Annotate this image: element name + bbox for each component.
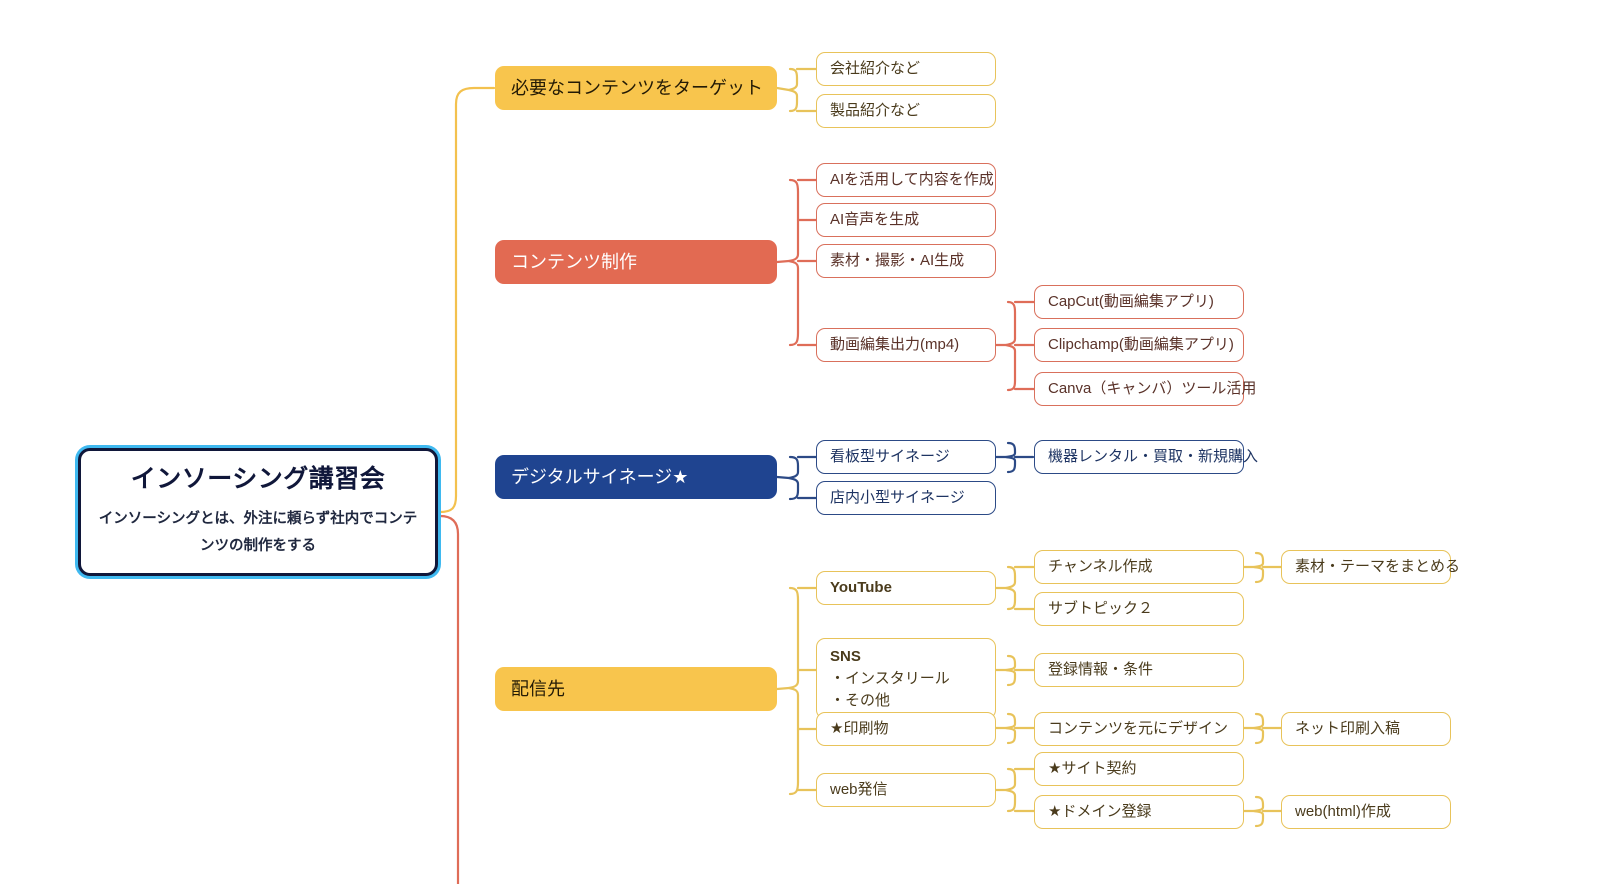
brace-signage [788, 455, 800, 501]
brace-sns [1005, 654, 1017, 687]
branch-label-distribution: 配信先 [511, 678, 565, 699]
brace-print [1005, 712, 1017, 745]
leaf-label-body: ・インスタリール ・その他 [830, 669, 950, 709]
branch-node-target[interactable]: 必要なコンテンツをターゲット [495, 66, 777, 110]
leaf-label: 店内小型サイネージ [830, 488, 965, 506]
leaf-material-shoot-ai[interactable]: 素材・撮影・AI生成 [816, 244, 996, 278]
brace-kanban [1005, 441, 1017, 474]
leaf-subtopic-2[interactable]: サブトピック２ [1034, 592, 1244, 626]
branch-node-production[interactable]: コンテンツ制作 [495, 240, 777, 284]
leaf-registration-terms[interactable]: 登録情報・条件 [1034, 653, 1244, 687]
leaf-label: 素材・撮影・AI生成 [830, 251, 965, 269]
root-node[interactable]: インソーシング講習会 インソーシングとは、外注に頼らず社内でコンテンツの制作をす… [78, 448, 438, 576]
leaf-clipchamp[interactable]: Clipchamp(動画編集アプリ) [1034, 328, 1244, 362]
leaf-label: 登録情報・条件 [1048, 660, 1154, 678]
trunk-upper [438, 86, 496, 514]
leaf-label: 動画編集出力(mp4) [830, 335, 960, 353]
leaf-web-html-creation[interactable]: web(html)作成 [1281, 795, 1451, 829]
brace-youtube [1005, 565, 1017, 611]
leaf-video-export[interactable]: 動画編集出力(mp4) [816, 328, 996, 362]
leaf-label: YouTube [830, 578, 892, 596]
root-title: インソーシング講習会 [130, 465, 386, 494]
leaf-capcut[interactable]: CapCut(動画編集アプリ) [1034, 285, 1244, 319]
leaf-label-head: SNS [830, 648, 861, 665]
leaf-label: Canva（キャンバ）ツール活用 [1048, 379, 1257, 397]
leaf-canva[interactable]: Canva（キャンバ）ツール活用 [1034, 372, 1256, 406]
trunk-lower [438, 514, 460, 884]
leaf-sns[interactable]: SNS ・インスタリール ・その他 [816, 638, 996, 720]
brace-video [1005, 300, 1017, 392]
branch-label-signage: デジタルサイネージ★ [511, 466, 689, 487]
leaf-equipment-rental[interactable]: 機器レンタル・買取・新規購入 [1034, 440, 1258, 474]
link-dist-stem [775, 686, 791, 691]
branch-label-production: コンテンツ制作 [511, 251, 637, 272]
leaf-label: チャンネル作成 [1048, 557, 1153, 575]
branch-node-distribution[interactable]: 配信先 [495, 667, 777, 711]
leaf-product-intro[interactable]: 製品紹介など [816, 94, 996, 128]
leaf-instore-signage[interactable]: 店内小型サイネージ [816, 481, 996, 515]
leaf-label: サブトピック２ [1048, 599, 1154, 617]
leaf-label: 製品紹介など [830, 101, 921, 119]
leaf-channel-creation[interactable]: チャンネル作成 [1034, 550, 1244, 584]
brace-channel [1253, 551, 1265, 584]
leaf-label: コンテンツを元にデザイン [1048, 719, 1229, 737]
brace-dist [788, 586, 800, 796]
leaf-label: 素材・テーマをまとめる [1295, 557, 1461, 575]
leaf-label: ★印刷物 [830, 719, 889, 737]
link-production-stem [775, 259, 791, 264]
leaf-label: AI音声を生成 [830, 210, 920, 228]
leaf-label: 看板型サイネージ [830, 447, 950, 465]
leaf-youtube[interactable]: YouTube [816, 571, 996, 605]
leaf-gather-materials-themes[interactable]: 素材・テーマをまとめる [1281, 550, 1460, 584]
leaf-label: CapCut(動画編集アプリ) [1048, 292, 1214, 310]
leaf-label: web発信 [830, 780, 888, 798]
leaf-label: ネット印刷入稿 [1295, 719, 1401, 737]
brace-web [1005, 767, 1017, 813]
leaf-label: AIを活用して内容を作成 [830, 170, 994, 188]
branch-label-target: 必要なコンテンツをターゲット [511, 77, 763, 98]
brace-design [1253, 712, 1265, 745]
brace-production [788, 178, 800, 347]
leaf-domain-registration[interactable]: ★ドメイン登録 [1034, 795, 1244, 829]
leaf-design-from-content[interactable]: コンテンツを元にデザイン [1034, 712, 1244, 746]
leaf-label: 会社紹介など [830, 59, 921, 77]
leaf-label: ★ドメイン登録 [1048, 802, 1152, 820]
leaf-label: web(html)作成 [1295, 802, 1391, 820]
leaf-ai-voice[interactable]: AI音声を生成 [816, 203, 996, 237]
leaf-printed-materials[interactable]: ★印刷物 [816, 712, 996, 746]
leaf-company-intro[interactable]: 会社紹介など [816, 52, 996, 86]
leaf-ai-content[interactable]: AIを活用して内容を作成 [816, 163, 996, 197]
root-subtitle: インソーシングとは、外注に頼らず社内でコンテンツの制作をする [98, 510, 418, 555]
link-signage-stem [775, 475, 791, 480]
leaf-label: Clipchamp(動画編集アプリ) [1048, 335, 1234, 353]
brace-target [788, 67, 799, 113]
link-target-1 [775, 86, 791, 92]
brace-domain [1253, 795, 1265, 828]
branch-node-signage[interactable]: デジタルサイネージ★ [495, 455, 777, 499]
leaf-label: ★サイト契約 [1048, 759, 1137, 777]
leaf-label: 機器レンタル・買取・新規購入 [1048, 447, 1259, 465]
leaf-billboard-signage[interactable]: 看板型サイネージ [816, 440, 996, 474]
leaf-net-print-submission[interactable]: ネット印刷入稿 [1281, 712, 1451, 746]
leaf-web-distribution[interactable]: web発信 [816, 773, 996, 807]
leaf-site-contract[interactable]: ★サイト契約 [1034, 752, 1244, 786]
